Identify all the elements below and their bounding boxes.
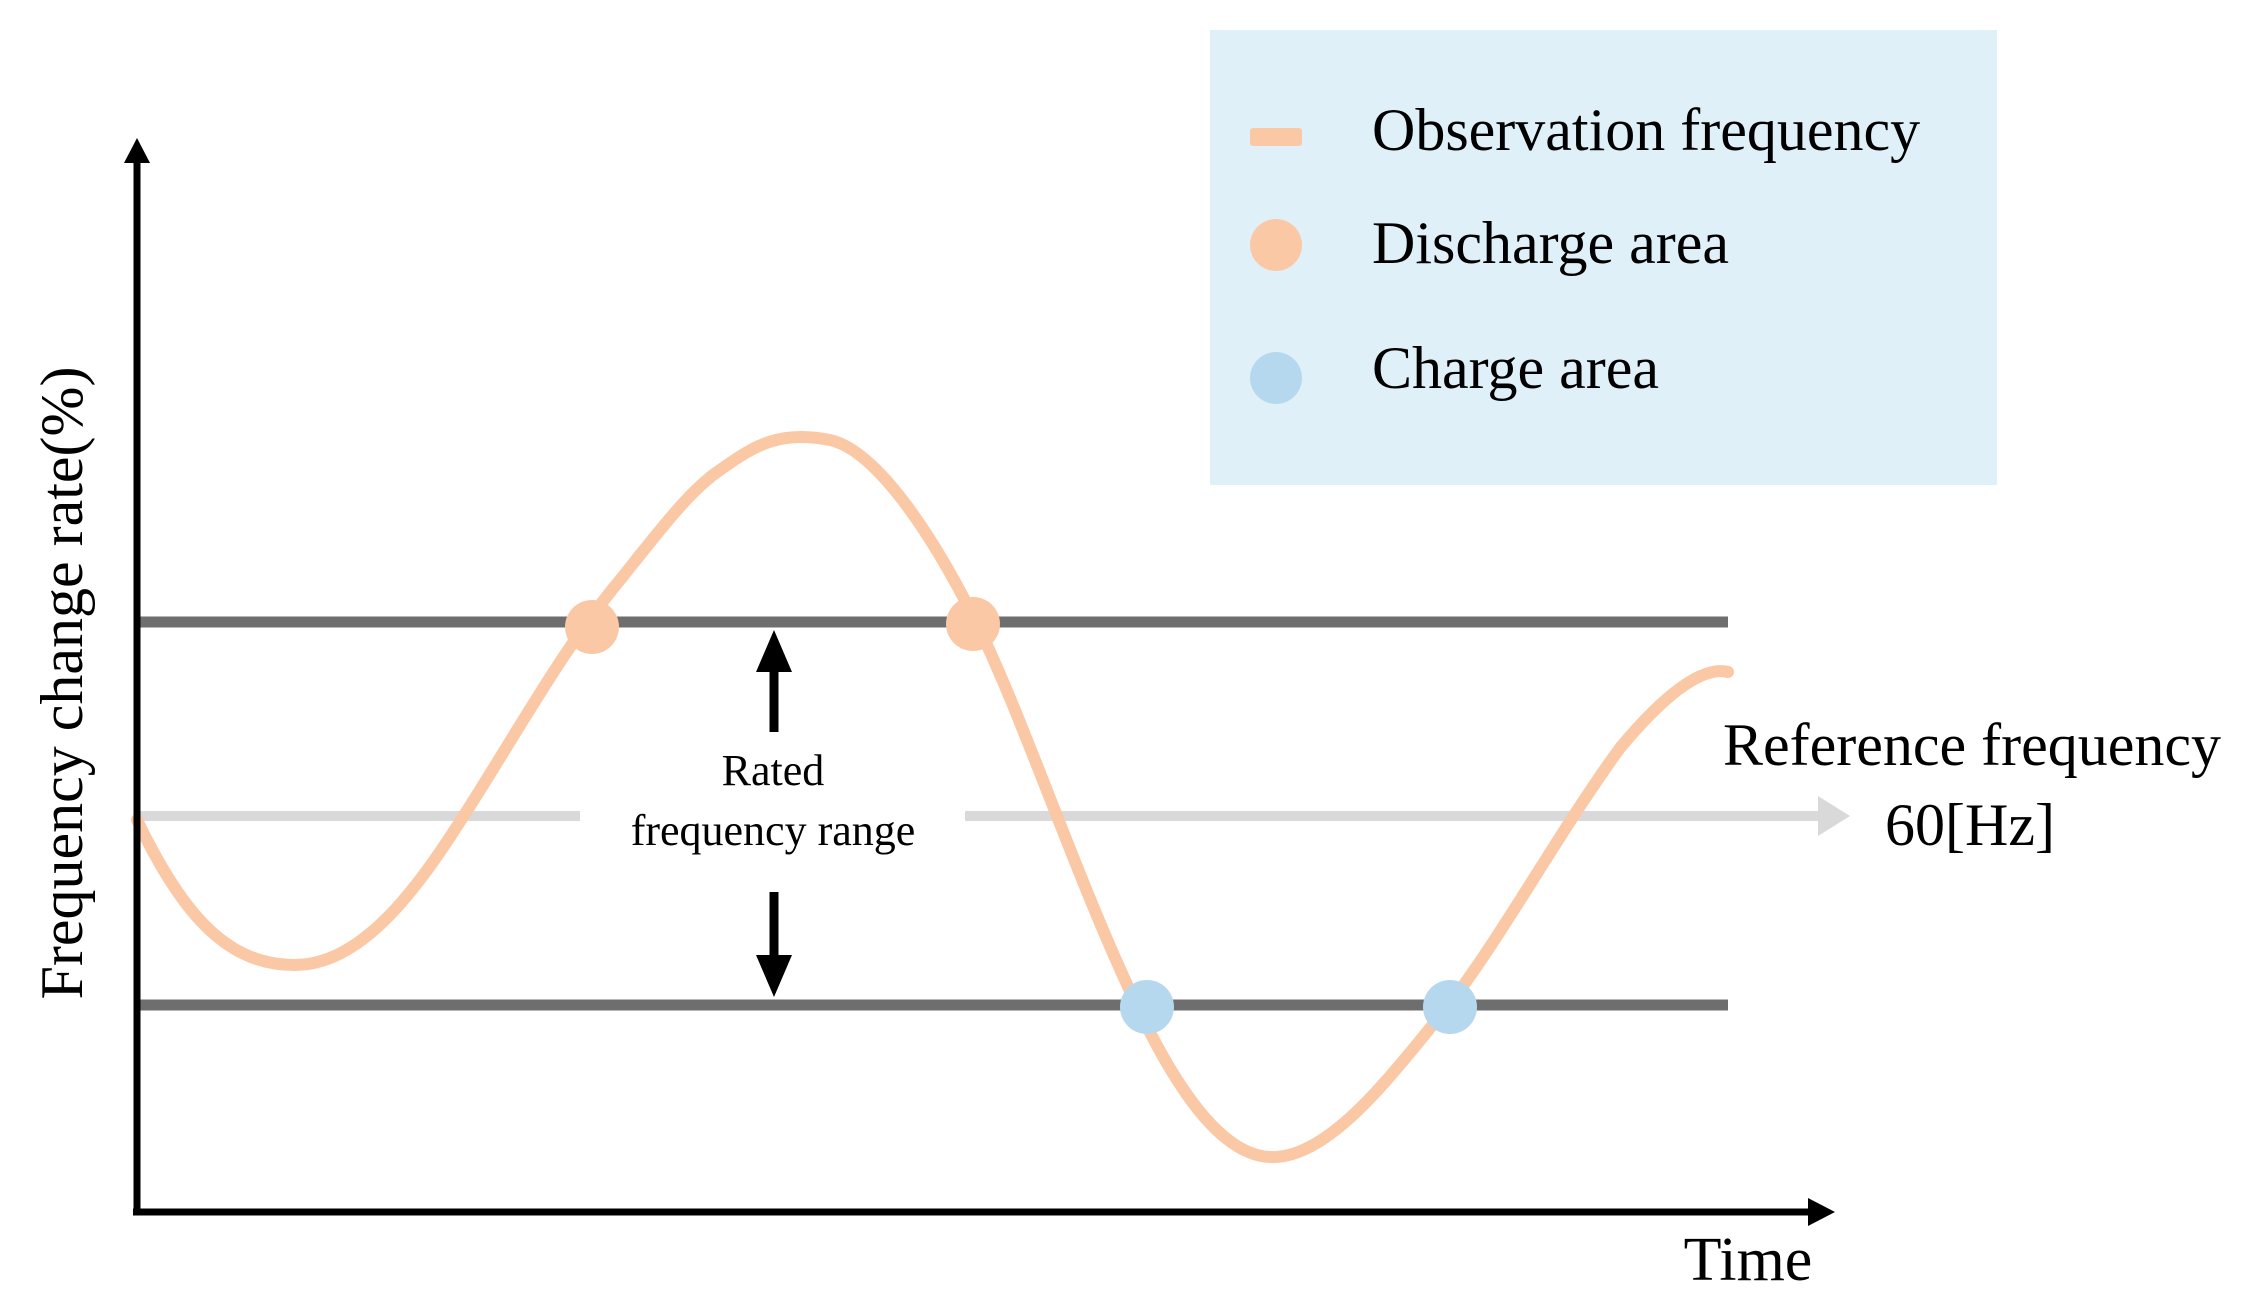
legend-charge-marker xyxy=(1250,352,1302,404)
legend-label-observation: Observation frequency xyxy=(1372,97,1920,163)
legend-line-marker xyxy=(1250,128,1302,146)
x-axis-arrow-head xyxy=(1808,1198,1835,1226)
observation-frequency-curve xyxy=(131,430,1734,1164)
reference-arrow-head xyxy=(1818,796,1850,836)
rated-range-label-line2: frequency range xyxy=(631,806,916,855)
range-arrow-up-head xyxy=(756,630,792,672)
legend-label-discharge: Discharge area xyxy=(1372,210,1729,276)
charge-marker xyxy=(1120,980,1174,1034)
x-axis-label: Time xyxy=(1684,1226,1813,1294)
legend-box xyxy=(1210,30,1997,485)
y-axis-arrow-head xyxy=(124,138,150,163)
rated-range-label-line1: Rated xyxy=(722,746,825,795)
reference-label-line1: Reference frequency xyxy=(1723,712,2221,778)
discharge-marker xyxy=(946,597,1000,651)
range-arrow-down-head xyxy=(756,955,792,997)
reference-label-line2: 60[Hz] xyxy=(1885,792,2055,858)
legend-discharge-marker xyxy=(1250,219,1302,271)
charge-marker xyxy=(1423,980,1477,1034)
y-axis-label: Frequency change rate(%) xyxy=(29,367,95,1000)
legend-label-charge: Charge area xyxy=(1372,335,1659,401)
discharge-marker xyxy=(565,600,619,654)
